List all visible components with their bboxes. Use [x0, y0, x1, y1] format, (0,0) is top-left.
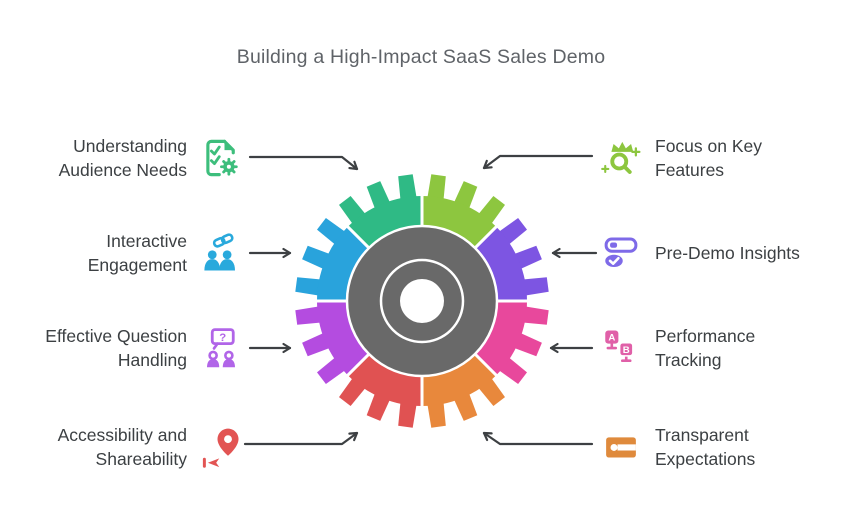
gear-hub-ring — [379, 258, 465, 344]
gear-hub-hole — [400, 279, 444, 323]
item-focus-on-key-features: Focus on Key Features — [600, 126, 790, 190]
item-transparent-expectations: Transparent Expectations — [600, 415, 797, 479]
ab-testing-monitors-icon: A B — [600, 325, 642, 371]
item-effective-question-handling: Effective Question Handling ? — [9, 316, 242, 380]
item-label: Transparent Expectations — [655, 425, 756, 469]
connector-arrow-transparent-expectations — [482, 431, 594, 446]
item-label: Effective Question Handling — [45, 326, 187, 370]
svg-text:?: ? — [219, 332, 226, 344]
item-pre-demo-insights: Pre-Demo Insights — [600, 221, 842, 285]
connector-arrow-focus-key-features — [482, 154, 594, 170]
item-performance-tracking: A B Performance Tracking — [600, 316, 785, 380]
document-checklist-gear-icon — [200, 135, 242, 181]
question-bubble-people-icon: ? — [200, 325, 242, 371]
item-understanding-audience-needs: Understanding Audience Needs — [27, 126, 242, 190]
item-label: Understanding Audience Needs — [58, 136, 187, 180]
item-label: Performance Tracking — [655, 326, 756, 370]
segmented-gear — [295, 174, 549, 428]
item-label: Pre-Demo Insights — [655, 243, 800, 263]
linked-people-icon — [200, 230, 242, 276]
item-label: Interactive Engagement — [87, 231, 187, 275]
toggle-check-icon — [600, 230, 642, 276]
connector-arrow-accessibility-shareability — [243, 431, 359, 446]
item-label: Accessibility and Shareability — [57, 425, 187, 469]
item-label: Focus on Key Features — [655, 136, 762, 180]
svg-text:B: B — [623, 345, 630, 356]
item-interactive-engagement: Interactive Engagement — [62, 221, 242, 285]
crown-magnifier-icon — [600, 135, 642, 181]
svg-text:A: A — [608, 333, 615, 344]
item-accessibility-and-shareability: Accessibility and Shareability — [22, 415, 242, 479]
connector-arrow-understanding-audience-needs — [248, 155, 359, 171]
location-pin-route-icon — [200, 424, 242, 470]
page-title: Building a High-Impact SaaS Sales Demo — [236, 46, 606, 68]
tag-slot-icon — [600, 424, 642, 470]
